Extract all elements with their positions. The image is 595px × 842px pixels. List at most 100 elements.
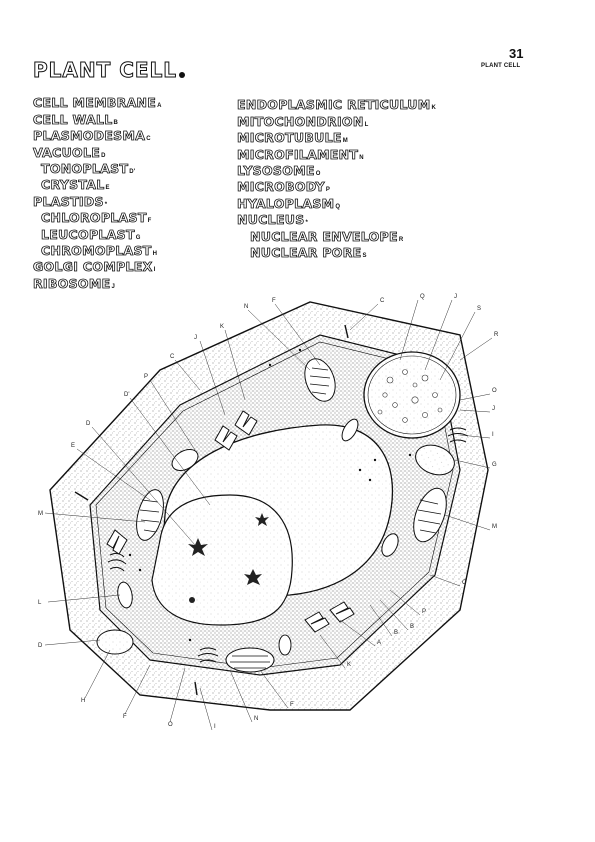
diagram-label: J: [194, 335, 197, 341]
page-running-title: PLANT CELL: [481, 63, 521, 69]
diagram-label: Q: [420, 294, 425, 300]
diagram-label: L: [38, 600, 42, 606]
diagram-label: F: [123, 714, 127, 720]
term-code: D': [129, 168, 136, 175]
nucleus: [363, 351, 461, 439]
diagram-label: K: [347, 662, 351, 668]
term-code: C: [146, 136, 151, 143]
term-code: G: [135, 234, 141, 241]
diagram-label: D: [86, 421, 91, 427]
term-item: PLASTIDS*: [33, 192, 161, 209]
term-name: LYSOSOME: [237, 162, 315, 179]
diagram-label: P: [422, 609, 426, 615]
diagram-label: B: [394, 630, 398, 636]
crystals: [188, 513, 269, 603]
term-code: R: [398, 236, 404, 243]
diagram-label: O: [168, 722, 173, 728]
term-code: F: [147, 218, 152, 225]
term-name: MICROFILAMENT: [237, 146, 359, 162]
term-code: D: [101, 152, 106, 159]
term-code: Q: [335, 203, 341, 210]
vacuole-lobe: [151, 494, 293, 626]
term-code: K: [431, 105, 436, 112]
diagram-label: I: [214, 724, 216, 730]
golgi-complex: [107, 427, 469, 663]
nucleolus-dots: [377, 369, 443, 423]
diagram-label: J: [454, 294, 457, 300]
page-title: PLANT CELL: [32, 58, 178, 83]
term-name: RIBOSOME: [33, 275, 111, 291]
diagram-label: P: [144, 374, 148, 380]
diagram-label: K: [220, 324, 224, 330]
title-block: PLANT CELL: [32, 58, 186, 83]
diagram-label: M: [38, 511, 43, 517]
term-code: E: [105, 185, 110, 192]
diagram-label: N: [244, 304, 248, 310]
term-code: *: [104, 201, 108, 208]
term-name: NUCLEUS: [237, 212, 305, 228]
term-name: NUCLEAR PORE: [250, 244, 362, 261]
term-name: ENDOPLASMIC RETICULUM: [237, 97, 431, 113]
term-name: MICROTUBULE: [237, 130, 342, 146]
diagram-label: H: [81, 698, 85, 704]
diagram-label: J: [492, 406, 495, 412]
ribosomes: [128, 348, 412, 642]
diagram-label: C: [170, 354, 175, 360]
diagram-label: C: [462, 580, 467, 586]
term-name: LEUCOPLAST: [41, 226, 135, 242]
diagram-label: G: [492, 462, 497, 468]
page-number: 31: [509, 46, 524, 61]
term-name: CRYSTAL: [41, 177, 105, 193]
term-name: GOLGI COMPLEX: [33, 259, 153, 275]
diagram-label: R: [494, 332, 499, 338]
term-name: CHROMOPLAST: [41, 242, 152, 259]
diagram-label: S: [477, 306, 481, 312]
chloroplasts: [136, 358, 447, 673]
diagram-label: N: [254, 716, 258, 722]
diagram-label: M: [492, 524, 497, 530]
term-name: PLASMODESMA: [33, 128, 146, 144]
term-code: I: [153, 267, 156, 274]
term-code: B: [113, 119, 118, 126]
term-code: N: [359, 154, 364, 161]
term-name: PLASTIDS: [33, 193, 104, 209]
diagram-label: D: [38, 643, 43, 649]
diagram-label: F: [272, 298, 276, 304]
mitochondria: [117, 418, 399, 656]
diagram-label: O: [492, 388, 497, 394]
term-code: S: [362, 252, 367, 259]
term-code: M: [342, 138, 348, 145]
term-code: J: [111, 283, 115, 290]
term-code: H: [152, 250, 157, 257]
leucoplasts: [96, 444, 455, 655]
diagram-label: E: [71, 443, 75, 449]
term-name: MICROBODY: [237, 179, 325, 195]
term-code: *: [305, 220, 308, 227]
term-code: L: [364, 121, 369, 128]
term-name: TONOPLAST: [41, 160, 129, 177]
term-name: HYALOPLASM: [237, 195, 335, 211]
diagram-label: F: [290, 702, 294, 708]
term-code: O: [315, 170, 321, 177]
